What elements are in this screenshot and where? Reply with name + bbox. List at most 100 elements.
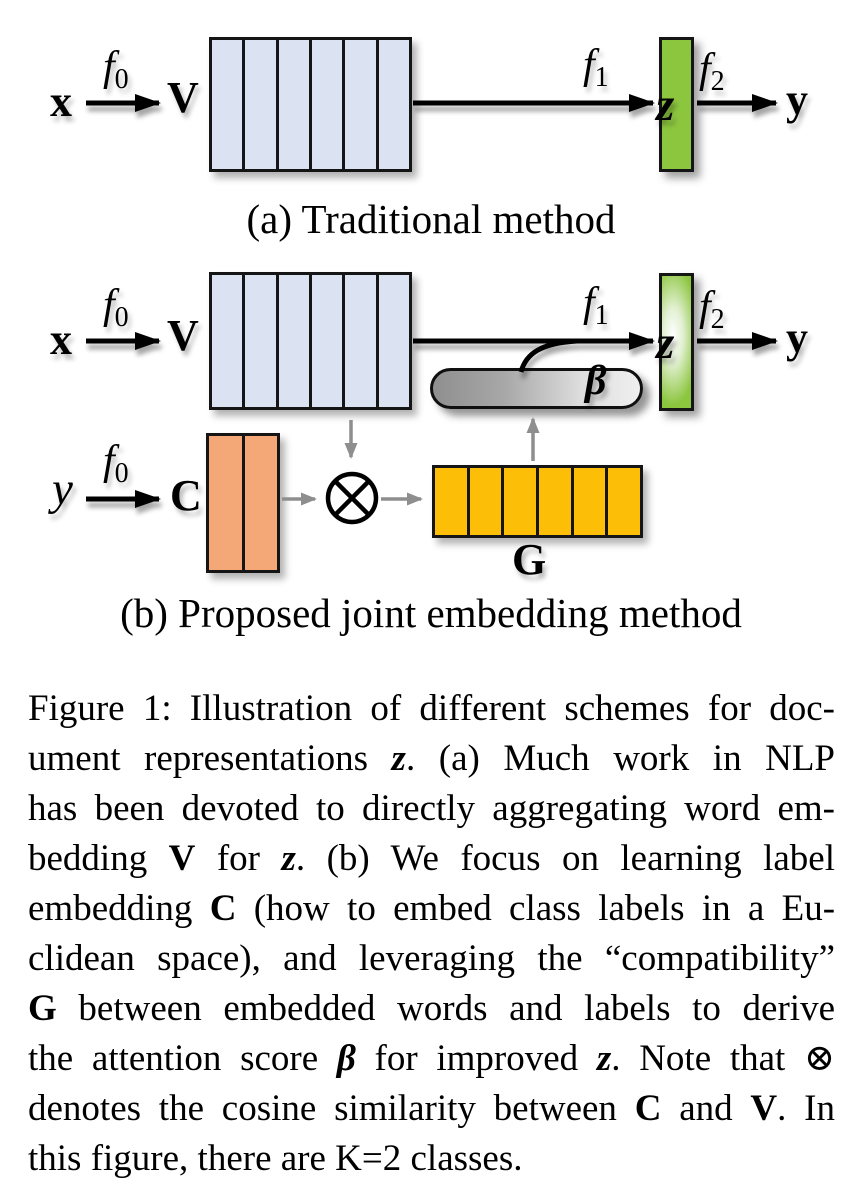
- caption-segment: . Note that ⊗: [611, 1038, 836, 1079]
- embedding-cell: [375, 275, 409, 407]
- caption-line: has been devoted to directly aggregating…: [28, 784, 835, 834]
- doc-embedding-bar-a: [659, 37, 694, 172]
- caption-segment: C: [634, 1088, 662, 1129]
- embedding-cell: [241, 436, 278, 570]
- f1-label-b: f1: [583, 280, 609, 330]
- caption-line: embedding C (how to embed class labels i…: [28, 884, 835, 934]
- caption-segment: Figure 1: Illustration of different sche…: [28, 688, 835, 729]
- embedding-cell: [308, 275, 342, 407]
- embedding-cell: [212, 275, 242, 407]
- caption-segment: denotes the cosine similarity between: [28, 1088, 635, 1129]
- caption-segment: V: [750, 1088, 778, 1129]
- circled-times-icon: [325, 471, 379, 525]
- caption-line: this figure, there are K=2 classes.: [28, 1134, 835, 1184]
- caption-segment: z: [596, 1038, 612, 1079]
- caption-line: denotes the cosine similarity between C …: [28, 1084, 835, 1134]
- embedding-cell: [342, 275, 375, 407]
- label-set-y-label: y: [52, 463, 73, 515]
- word-embedding-block-a: [209, 37, 412, 172]
- caption-segment: embedding: [28, 888, 210, 929]
- embedding-cell: [466, 468, 502, 535]
- caption-segment: z: [391, 738, 406, 779]
- f-symbol: f: [699, 284, 711, 330]
- f0-label-c: f0: [103, 438, 129, 488]
- embedding-cell: [375, 40, 409, 169]
- z-label-a: z: [656, 79, 675, 131]
- f-subscript: 1: [594, 300, 609, 331]
- caption-line: clidean space), and leveraging the “comp…: [28, 934, 835, 984]
- f-subscript: 0: [114, 302, 129, 333]
- panel-b-caption: (b) Proposed joint embedding method: [120, 590, 742, 636]
- embedding-cell: [275, 40, 309, 169]
- f1-label-a: f1: [583, 42, 609, 92]
- panel-a-caption: (a) Traditional method: [246, 196, 616, 242]
- caption-segment: for: [195, 838, 282, 879]
- figure-caption: Figure 1: Illustration of different sche…: [28, 684, 835, 1184]
- f2-label-b: f2: [699, 284, 725, 334]
- f-subscript: 0: [114, 458, 129, 489]
- word-embedding-label-b: V: [167, 311, 199, 360]
- caption-segment: . (a) Much work in NLP: [405, 738, 836, 779]
- output-y-label-b: y: [786, 313, 808, 362]
- embedding-cell: [308, 40, 342, 169]
- f-subscript: 2: [710, 304, 725, 335]
- caption-line: Figure 1: Illustration of different sche…: [28, 684, 835, 734]
- input-x-label-a: x: [50, 77, 72, 126]
- output-y-label-a: y: [786, 75, 808, 124]
- embedding-cell: [209, 436, 242, 570]
- caption-segment: between embedded words and labels to der…: [56, 988, 835, 1029]
- caption-segment: . In: [777, 1088, 835, 1129]
- attention-beta-pill: [430, 368, 643, 409]
- label-embedding-block: [206, 433, 280, 573]
- embedding-cell: [275, 275, 309, 407]
- caption-segment: β: [336, 1038, 356, 1079]
- f0-label-a: f0: [103, 44, 129, 94]
- caption-segment: . (b) We focus on learning label: [295, 838, 835, 879]
- caption-segment: the attention score: [28, 1038, 337, 1079]
- caption-segment: clidean space), and leveraging the “comp…: [28, 938, 835, 979]
- f-symbol: f: [583, 42, 595, 88]
- embedding-cell: [501, 468, 536, 535]
- caption-segment: this figure, there are K=2 classes.: [28, 1138, 523, 1179]
- z-label-b: z: [656, 317, 675, 369]
- input-x-label-b: x: [50, 315, 72, 364]
- f-subscript: 2: [710, 66, 725, 97]
- f2-label-a: f2: [699, 46, 725, 96]
- caption-segment: for improved: [355, 1038, 597, 1079]
- f-symbol: f: [103, 282, 115, 328]
- label-embedding-label: C: [170, 471, 202, 520]
- caption-line: G between embedded words and labels to d…: [28, 984, 835, 1034]
- caption-segment: V: [168, 838, 196, 879]
- f-subscript: 0: [114, 64, 129, 95]
- caption-line: bedding V for z. (b) We focus on learnin…: [28, 834, 835, 884]
- compatibility-label: G: [512, 535, 547, 584]
- embedding-cell: [242, 40, 275, 169]
- word-embedding-label-a: V: [167, 73, 199, 122]
- beta-label: β: [585, 358, 607, 404]
- f-symbol: f: [103, 438, 115, 484]
- compatibility-block: [432, 465, 643, 538]
- embedding-cell: [342, 40, 375, 169]
- caption-segment: ument representations: [28, 738, 392, 779]
- word-embedding-block-b: [209, 272, 412, 410]
- doc-embedding-bar-b: [659, 273, 694, 411]
- embedding-cell: [435, 468, 467, 535]
- caption-segment: z: [281, 838, 296, 879]
- embedding-cell: [570, 468, 606, 535]
- caption-segment: has been devoted to directly aggregating…: [28, 788, 835, 829]
- caption-line: the attention score β for improved z. No…: [28, 1034, 835, 1084]
- caption-line: ument representations z. (a) Much work i…: [28, 734, 835, 784]
- embedding-cell: [212, 40, 242, 169]
- f-symbol: f: [583, 280, 595, 326]
- f-symbol: f: [699, 46, 711, 92]
- embedding-cell: [536, 468, 571, 535]
- f-subscript: 1: [594, 62, 609, 93]
- caption-segment: C: [209, 888, 237, 929]
- f0-label-b: f0: [103, 282, 129, 332]
- embedding-cell: [605, 468, 640, 535]
- caption-segment: bedding: [28, 838, 169, 879]
- caption-segment: (how to embed class labels in a Eu-: [236, 888, 836, 929]
- f-symbol: f: [103, 44, 115, 90]
- caption-segment: and: [661, 1088, 751, 1129]
